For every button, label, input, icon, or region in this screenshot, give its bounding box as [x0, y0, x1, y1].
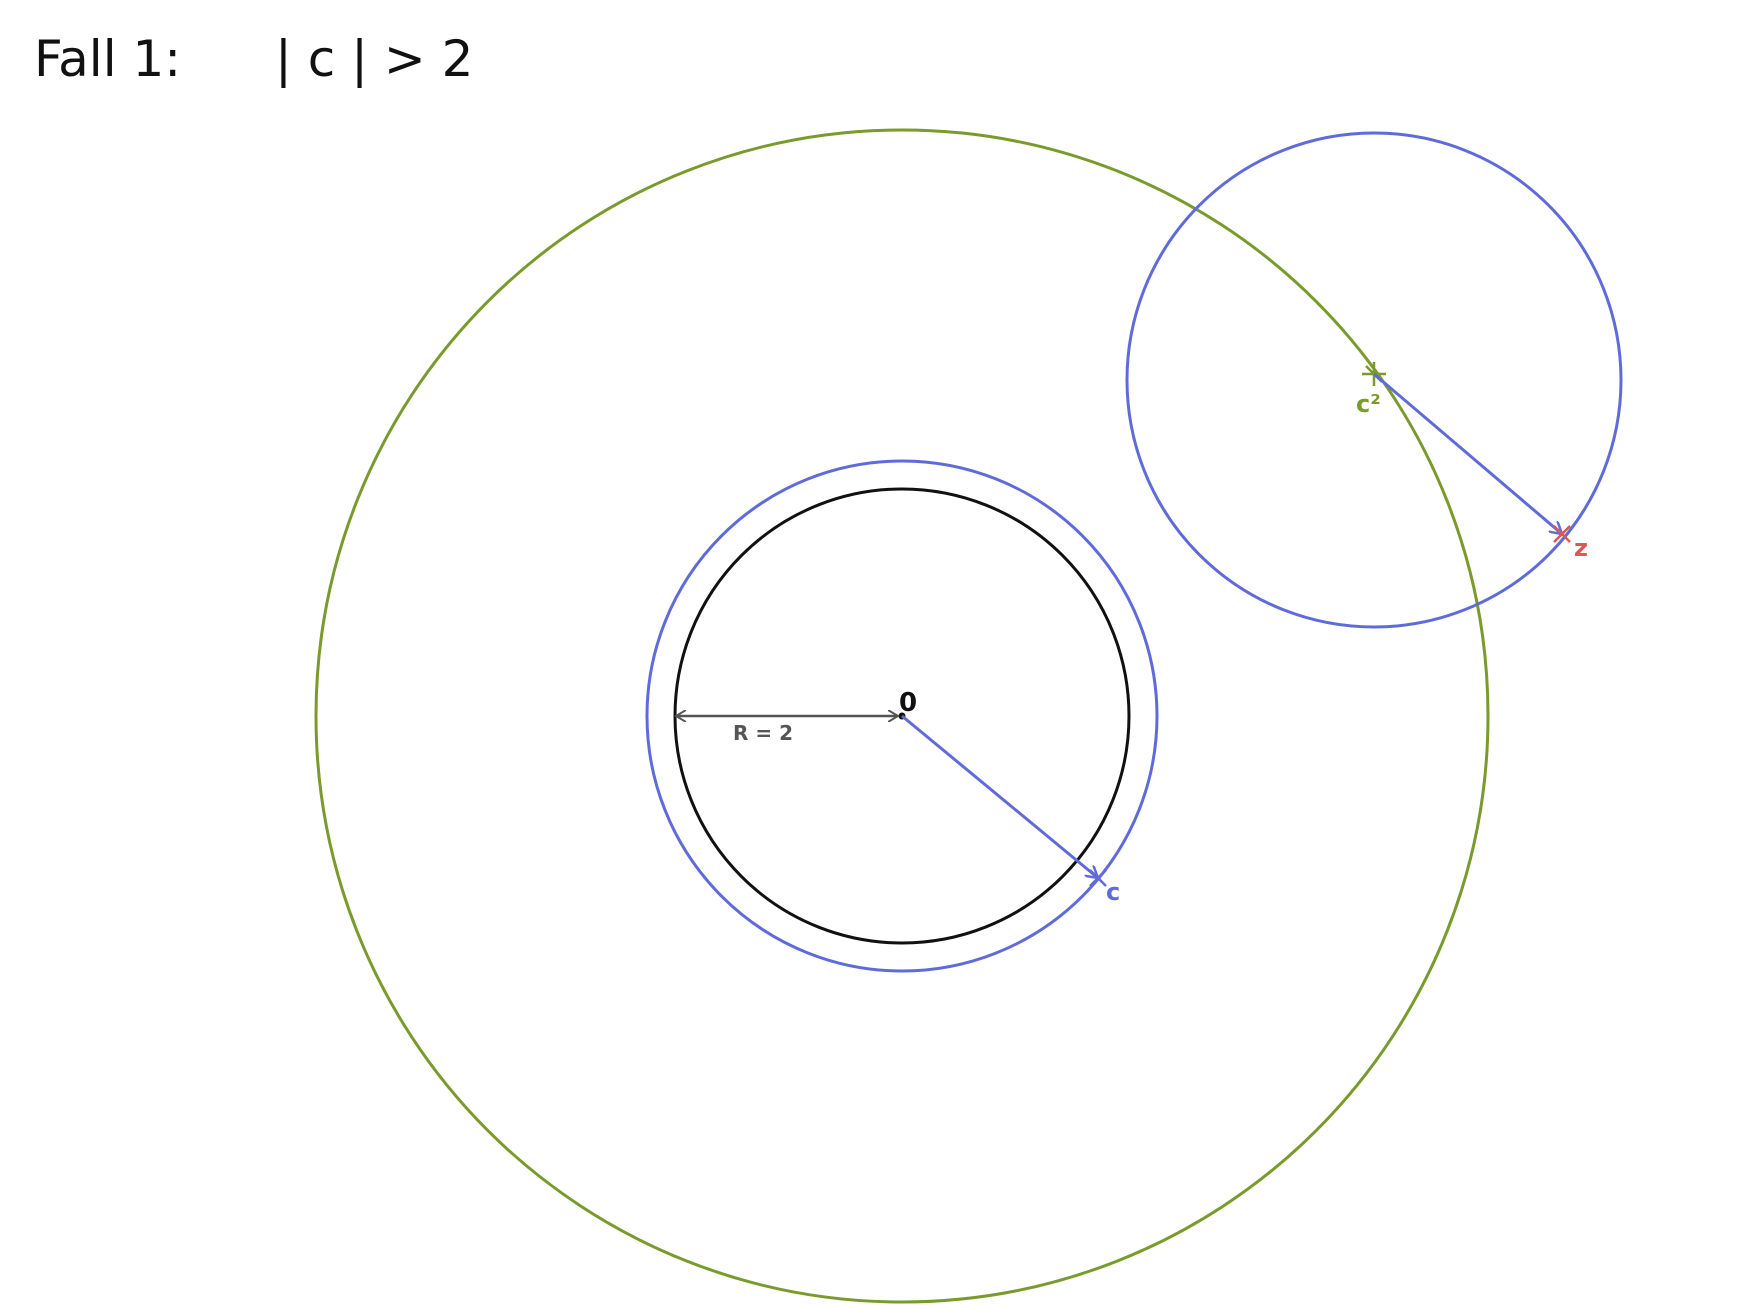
c-point-cross [1089, 869, 1107, 887]
z-label: z [1574, 534, 1588, 562]
c-squared-label: c² [1356, 390, 1381, 418]
vector-c-squared-to-z [1373, 372, 1562, 534]
radius-label: R = 2 [733, 721, 793, 745]
blue-circle-around-c-squared [1125, 131, 1623, 629]
condition-label: | c | > 2 [275, 30, 473, 88]
case-label: Fall 1: [34, 30, 181, 88]
blue-circle-c [645, 459, 1159, 973]
origin-label: 0 [899, 688, 917, 718]
c-label: c [1106, 878, 1120, 906]
z-point-cross [1553, 525, 1571, 543]
vector-origin-to-c [901, 714, 1098, 878]
green-circle-c-squared [314, 128, 1490, 1304]
